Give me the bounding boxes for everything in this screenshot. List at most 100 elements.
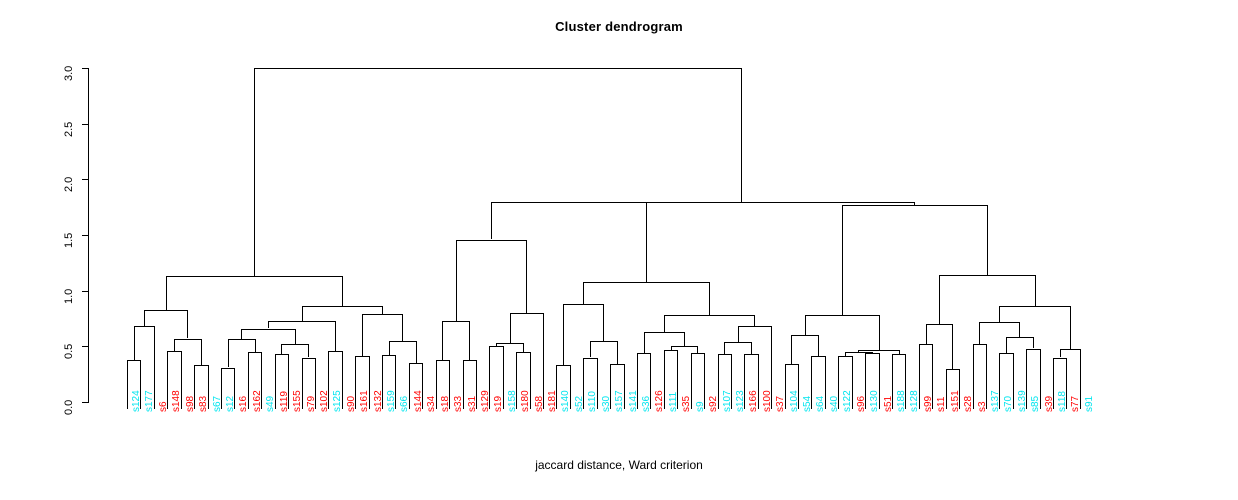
dendrogram-merge-m53	[845, 351, 873, 353]
dendrogram-branch-vertical	[361, 314, 363, 357]
dendrogram-branch-vertical	[207, 365, 209, 402]
dendrogram-branch-vertical	[851, 356, 853, 402]
dendrogram-branch-vertical	[220, 367, 222, 402]
leaf-label-s91[interactable]: s91	[1083, 395, 1095, 412]
dendrogram-merge-m65	[1053, 357, 1068, 359]
dendrogram-branch-vertical	[328, 350, 330, 402]
dendrogram-branch-vertical	[744, 354, 746, 402]
leaf-tick	[368, 402, 370, 409]
dendrogram-branch-vertical	[818, 335, 820, 357]
leaf-tick	[301, 402, 303, 409]
dendrogram-merge-m70	[568, 201, 916, 203]
leaf-tick	[180, 402, 182, 409]
dendrogram-branch-vertical	[737, 326, 739, 342]
dendrogram-merge-m5	[174, 338, 202, 340]
dendrogram-branch-vertical	[227, 338, 229, 368]
leaf-tick	[637, 402, 638, 409]
y-axis-tick	[82, 290, 89, 292]
dendrogram-branch-vertical	[891, 354, 893, 402]
dendrogram-branch-vertical	[543, 312, 544, 402]
leaf-tick	[355, 402, 357, 409]
dendrogram-merge-m45	[663, 315, 756, 317]
dendrogram-branch-vertical	[167, 350, 169, 402]
dendrogram-branch-vertical	[288, 354, 289, 402]
leaf-tick	[1039, 402, 1041, 409]
leaf-tick	[985, 402, 987, 409]
dendrogram-merge-m33	[610, 364, 625, 366]
dendrogram-merge-m36	[637, 353, 652, 354]
leaf-tick	[959, 402, 960, 409]
dendrogram-branch-vertical	[1026, 348, 1028, 402]
y-axis-tick	[82, 235, 89, 236]
leaf-tick	[596, 402, 598, 409]
dendrogram-branch-vertical	[509, 312, 511, 343]
leaf-tick	[918, 402, 920, 409]
dendrogram-branch-vertical	[972, 344, 974, 402]
dendrogram-merge-m34	[590, 340, 618, 342]
leaf-tick	[690, 402, 692, 409]
dendrogram-merge-m43	[724, 341, 752, 343]
dendrogram-branch-vertical	[143, 309, 145, 327]
leaf-tick	[1012, 402, 1014, 409]
dendrogram-branch-vertical	[945, 368, 947, 402]
leaf-tick	[610, 402, 612, 409]
dendrogram-branch-vertical	[979, 321, 981, 345]
dendrogram-merge-m54	[891, 354, 907, 356]
y-axis-tick	[82, 346, 89, 348]
dendrogram-branch-vertical	[623, 364, 625, 402]
dendrogram-merge-m41	[717, 354, 732, 356]
dendrogram-branch-vertical	[308, 344, 310, 358]
dendrogram-branch-vertical	[1079, 348, 1081, 402]
dendrogram-branch-vertical	[133, 326, 135, 360]
dendrogram-branch-vertical	[838, 356, 840, 402]
dendrogram-branch-vertical	[914, 201, 916, 205]
dendrogram-branch-vertical	[717, 354, 719, 402]
dendrogram-merge-m6	[143, 309, 189, 311]
dendrogram-branch-vertical	[841, 204, 843, 316]
dendrogram-branch-vertical	[449, 359, 451, 402]
leaf-tick	[435, 402, 437, 409]
dendrogram-merge-m48	[784, 364, 799, 366]
y-axis-tick	[82, 123, 89, 125]
dendrogram-branch-vertical	[709, 281, 711, 316]
dendrogram-merge-m11	[301, 357, 316, 359]
leaf-tick	[543, 402, 544, 409]
dendrogram-branch-vertical	[526, 239, 528, 313]
leaf-tick	[328, 402, 330, 409]
dendrogram-branch-vertical	[234, 367, 236, 402]
dendrogram-branch-vertical	[489, 346, 491, 402]
dendrogram-branch-vertical	[253, 68, 255, 277]
dendrogram-merge-m52	[865, 353, 880, 354]
leaf-tick	[583, 402, 585, 409]
dendrogram-merge-m16	[355, 356, 370, 358]
dendrogram-branch-vertical	[1019, 321, 1021, 338]
dendrogram-branch-vertical	[646, 201, 648, 282]
dendrogram-branch-vertical	[267, 320, 269, 329]
dendrogram-branch-vertical	[556, 365, 558, 402]
dendrogram-branch-vertical	[603, 304, 605, 341]
dendrogram-branch-vertical	[522, 343, 524, 352]
leaf-tick	[730, 402, 732, 409]
dendrogram-branch-vertical	[1059, 348, 1061, 358]
dendrogram-merge-m4	[194, 365, 209, 367]
x-axis-label: jaccard distance, Ward criterion	[535, 458, 703, 472]
leaf-tick	[865, 402, 867, 409]
dendrogram-branch-vertical	[415, 340, 417, 364]
dendrogram-branch-vertical	[596, 357, 598, 402]
dendrogram-branch-vertical	[194, 365, 196, 402]
dendrogram-branch-vertical	[878, 315, 880, 350]
dendrogram-branch-vertical	[804, 315, 806, 336]
dendrogram-branch-vertical	[650, 353, 652, 402]
dendrogram-branch-vertical	[496, 343, 497, 347]
dendrogram-merge-m12	[281, 344, 310, 346]
leaf-tick	[650, 402, 652, 409]
dendrogram-branch-vertical	[1032, 337, 1034, 349]
dendrogram-branch-vertical	[741, 68, 743, 202]
dendrogram-merge-m9	[227, 338, 256, 340]
dendrogram-merge-m44	[737, 326, 773, 328]
leaf-tick	[851, 402, 853, 409]
dendrogram-merge-m17	[382, 355, 397, 357]
dendrogram-branch-vertical	[1039, 348, 1041, 402]
